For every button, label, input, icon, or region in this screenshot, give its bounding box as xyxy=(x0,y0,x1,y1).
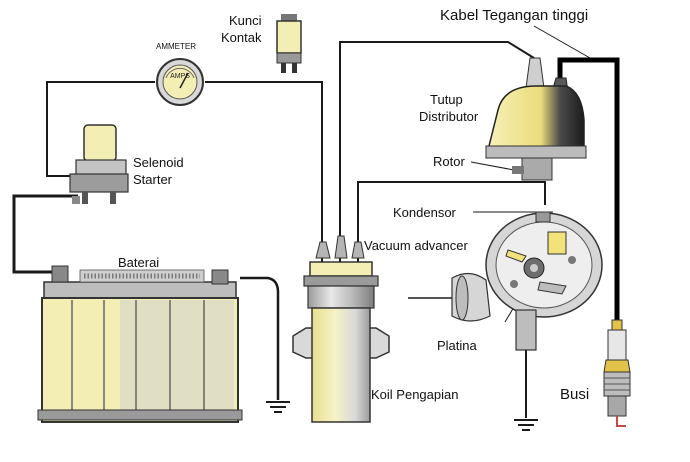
wire-coil-to-distributor xyxy=(339,41,535,262)
label-kontak: Kontak xyxy=(221,30,262,45)
label-tutup: Tutup xyxy=(430,92,463,107)
distributor-cap xyxy=(485,57,587,181)
battery-ground-icon xyxy=(266,401,290,413)
label-kondensor: Kondensor xyxy=(393,205,456,220)
vacuum-advancer xyxy=(408,272,491,322)
label-distributor: Distributor xyxy=(419,109,479,124)
condenser-icon xyxy=(547,231,567,255)
label-selenoid: Selenoid xyxy=(133,155,184,170)
label-vacuum-advancer: Vacuum advancer xyxy=(364,238,468,253)
label-kunci: Kunci xyxy=(229,13,262,28)
label-rotor: Rotor xyxy=(433,154,465,169)
ignition-coil xyxy=(292,235,390,423)
label-busi: Busi xyxy=(560,386,590,403)
wire-ammeter-to-solenoid xyxy=(46,81,155,177)
battery xyxy=(37,265,243,423)
label-koil-pengapian: Koil Pengapian xyxy=(371,387,459,402)
distributor-body xyxy=(485,211,603,351)
wire-battery-to-solenoid xyxy=(12,194,78,274)
label-kabel-tegangan-tinggi: Kabel Tegangan tinggi xyxy=(440,7,589,24)
label-starter: Starter xyxy=(133,172,173,187)
distributor-ground-icon xyxy=(514,419,538,431)
label-ammeter: AMMETER xyxy=(156,42,196,51)
wires xyxy=(12,41,546,418)
spark-plug xyxy=(603,319,631,427)
wire-coil-to-points xyxy=(357,181,546,265)
points-icon xyxy=(537,281,567,295)
wire-battery-ground xyxy=(240,276,280,400)
ammeter-face-label: AMPS xyxy=(170,73,190,80)
label-platina: Platina xyxy=(437,338,477,353)
wire-switch-to-coil xyxy=(292,81,323,262)
ammeter: AMPS xyxy=(156,58,204,106)
ignition-switch xyxy=(276,14,302,73)
ammeter-needle-icon xyxy=(179,72,189,89)
label-baterai: Baterai xyxy=(118,255,160,270)
starter-solenoid xyxy=(69,124,129,204)
